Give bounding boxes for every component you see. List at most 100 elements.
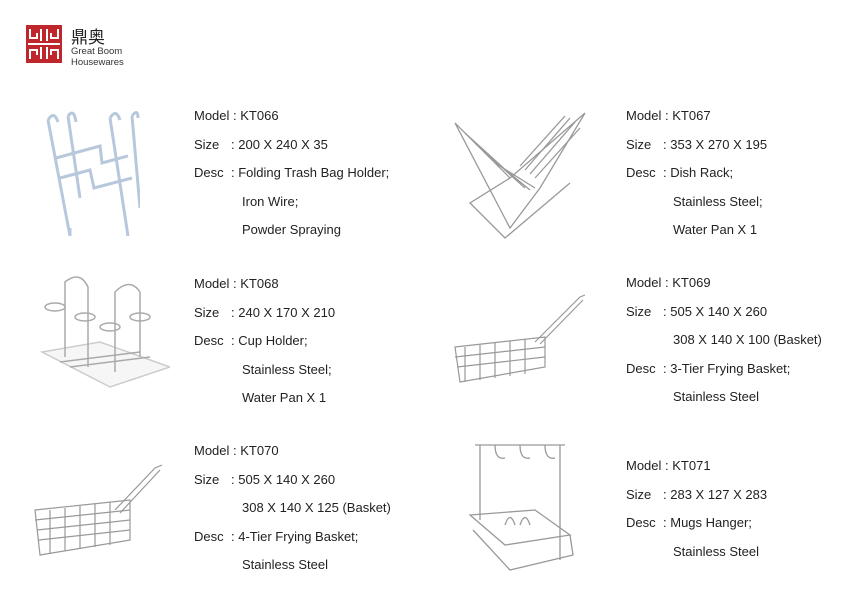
product-continuation-line: Powder Spraying [242, 222, 341, 238]
field-value: KT069 [672, 275, 711, 290]
field-value: Cup Holder; [238, 333, 308, 349]
field-separator: : [661, 275, 673, 290]
product-model-line: Model : KT066 [194, 108, 279, 124]
field-label: Desc [194, 528, 224, 544]
field-value: 308 X 140 X 125 (Basket) [242, 500, 391, 516]
field-value: 240 X 170 X 210 [238, 304, 336, 320]
field-value: 505 X 140 X 260 [670, 303, 768, 319]
brand-name-chinese: 鼎奥 [71, 28, 105, 48]
field-value: 3-Tier Frying Basket; [670, 360, 791, 376]
field-value: 308 X 140 X 100 (Basket) [673, 332, 822, 348]
field-label: Desc [626, 515, 656, 531]
product-continuation-line: Stainless Steel [673, 544, 759, 560]
field-separator: : [231, 165, 239, 181]
field-separator: : [663, 136, 671, 152]
field-value: KT071 [672, 458, 711, 473]
field-label: Desc [626, 360, 656, 376]
field-label: Model [626, 458, 662, 473]
field-label: Size [194, 304, 220, 320]
product-size-line: Size: 240 X 170 X 210 [194, 305, 335, 321]
product-model-line: Model : KT067 [626, 108, 711, 124]
product-image-kt066 [40, 108, 140, 243]
field-label: Model [626, 108, 662, 123]
field-separator: : [661, 108, 673, 123]
field-label: Model [194, 276, 230, 291]
field-separator: : [231, 304, 239, 320]
product-continuation-line: Stainless Steel [242, 557, 328, 573]
field-label: Desc [626, 165, 656, 181]
field-value: 353 X 270 X 195 [670, 136, 768, 152]
field-value: Mugs Hanger; [670, 515, 752, 531]
field-label: Model [194, 443, 230, 458]
field-value: Stainless Steel; [673, 193, 763, 209]
field-value: Dish Rack; [670, 165, 734, 181]
product-desc-line: Desc: Cup Holder; [194, 333, 308, 349]
field-separator: : [663, 486, 671, 502]
product-continuation-line: 308 X 140 X 100 (Basket) [673, 332, 822, 348]
field-separator: : [229, 108, 241, 123]
product-size-line: Size: 353 X 270 X 195 [626, 137, 767, 153]
field-value: 505 X 140 X 260 [238, 471, 336, 487]
field-value: Folding Trash Bag Holder; [238, 165, 390, 181]
field-value: 283 X 127 X 283 [670, 486, 768, 502]
field-label: Size [626, 303, 652, 319]
field-value: Stainless Steel [673, 543, 759, 559]
field-value: Water Pan X 1 [673, 222, 758, 238]
field-label: Model [194, 108, 230, 123]
product-desc-line: Desc: 3-Tier Frying Basket; [626, 361, 790, 377]
product-model-line: Model : KT068 [194, 276, 279, 292]
product-image-kt069 [445, 292, 585, 392]
field-value: Water Pan X 1 [242, 390, 327, 406]
field-separator: : [231, 528, 239, 544]
product-image-kt070 [30, 460, 165, 565]
field-label: Size [626, 486, 652, 502]
field-value: 4-Tier Frying Basket; [238, 528, 359, 544]
field-value: Stainless Steel [242, 557, 328, 573]
brand-name-english: Great Boom Housewares [71, 46, 124, 68]
field-separator: : [229, 276, 241, 291]
field-value: KT068 [240, 276, 279, 291]
product-continuation-line: Stainless Steel; [673, 194, 763, 210]
brand-name-line-1: Great Boom [71, 46, 123, 57]
field-separator: : [231, 471, 239, 487]
field-value: Stainless Steel [673, 389, 759, 405]
field-label: Size [626, 136, 652, 152]
product-desc-line: Desc: 4-Tier Frying Basket; [194, 529, 358, 545]
brand-name-line-2: Housewares [71, 57, 124, 68]
product-image-kt071 [465, 440, 575, 580]
product-image-kt068 [40, 272, 170, 402]
product-size-line: Size: 283 X 127 X 283 [626, 487, 767, 503]
product-desc-line: Desc: Mugs Hanger; [626, 515, 752, 531]
field-value: Stainless Steel; [242, 361, 332, 377]
field-value: KT070 [240, 443, 279, 458]
product-continuation-line: Stainless Steel [673, 389, 759, 405]
field-separator: : [663, 515, 671, 531]
product-continuation-line: Iron Wire; [242, 194, 298, 210]
field-label: Desc [194, 165, 224, 181]
product-continuation-line: Stainless Steel; [242, 362, 332, 378]
product-image-kt067 [450, 108, 590, 243]
brand-logo-icon [26, 25, 62, 63]
field-value: 200 X 240 X 35 [238, 136, 328, 152]
product-size-line: Size: 200 X 240 X 35 [194, 137, 328, 153]
field-value: KT066 [240, 108, 279, 123]
product-continuation-line: 308 X 140 X 125 (Basket) [242, 500, 391, 516]
field-separator: : [661, 458, 673, 473]
field-separator: : [231, 333, 239, 349]
field-separator: : [663, 303, 671, 319]
field-separator: : [663, 165, 671, 181]
field-value: Powder Spraying [242, 222, 341, 238]
product-model-line: Model : KT070 [194, 443, 279, 459]
product-size-line: Size: 505 X 140 X 260 [626, 304, 767, 320]
product-model-line: Model : KT071 [626, 458, 711, 474]
product-desc-line: Desc: Dish Rack; [626, 165, 733, 181]
product-continuation-line: Water Pan X 1 [673, 222, 757, 238]
product-size-line: Size: 505 X 140 X 260 [194, 472, 335, 488]
field-separator: : [229, 443, 241, 458]
field-value: Iron Wire; [242, 193, 299, 209]
field-separator: : [231, 136, 239, 152]
field-label: Size [194, 471, 220, 487]
field-value: KT067 [672, 108, 711, 123]
product-desc-line: Desc: Folding Trash Bag Holder; [194, 165, 389, 181]
field-label: Model [626, 275, 662, 290]
